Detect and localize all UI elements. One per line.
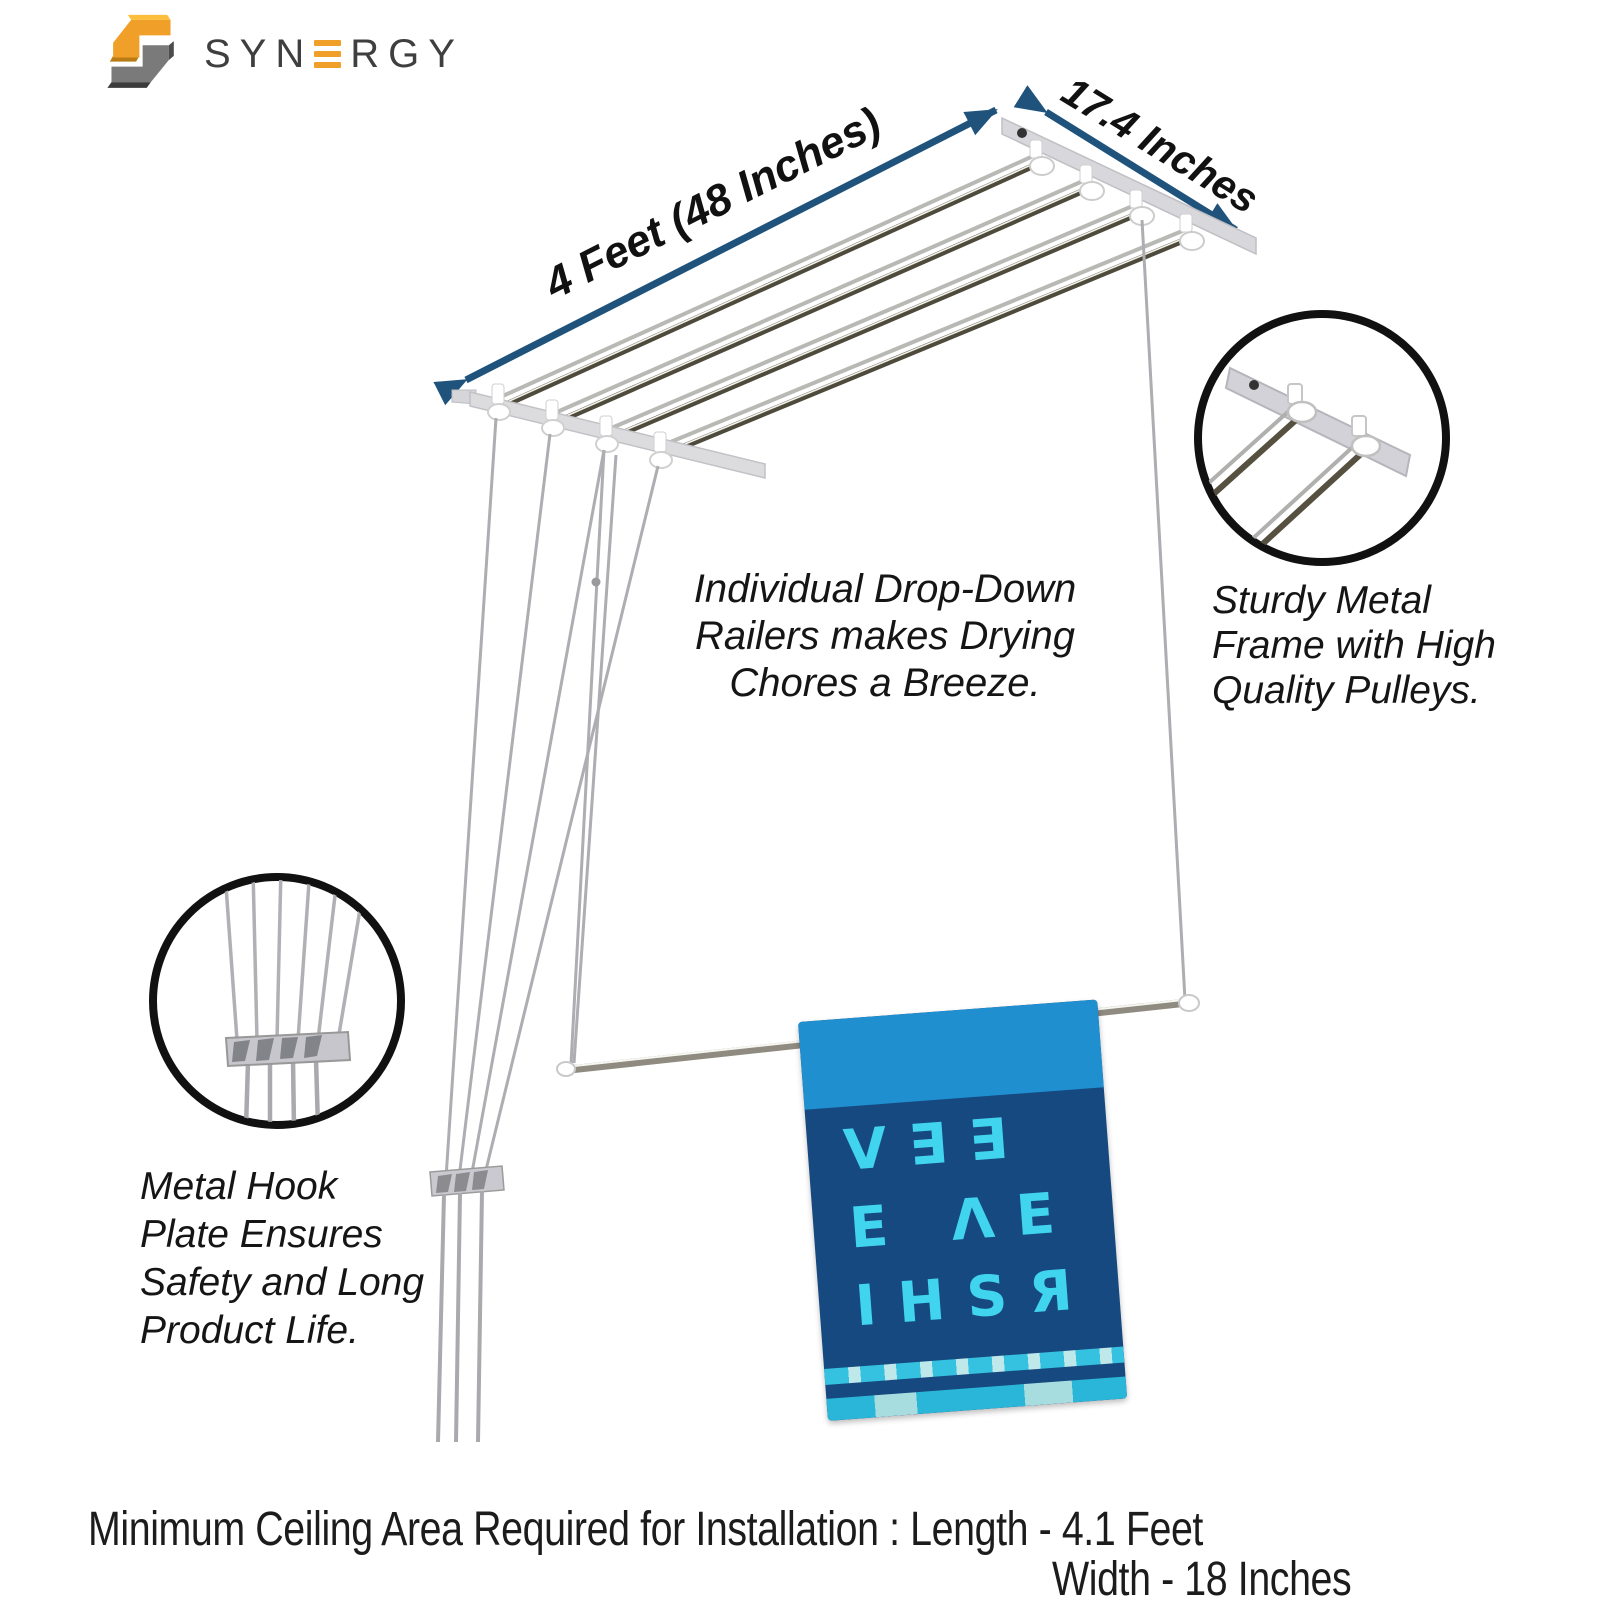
drying-rails	[492, 150, 1194, 461]
annotation-hook-plate: Metal Hook Plate Ensures Safety and Long…	[140, 1163, 470, 1355]
pulley	[487, 383, 511, 421]
footer-installation-note: Minimum Ceiling Area Required for Instal…	[88, 1503, 1203, 1556]
pulley	[1029, 139, 1055, 176]
annotation-metal-frame: Sturdy Metal Frame with High Quality Pul…	[1212, 578, 1512, 713]
rope-tails	[436, 1190, 484, 1443]
towel-letters-row: E ΛE	[847, 1179, 1079, 1262]
brand-name-prefix: SYN	[204, 32, 314, 76]
rope-stopper-bead	[591, 577, 601, 587]
annotation-line: Railers makes Drying	[694, 614, 1076, 658]
rail	[546, 175, 1094, 429]
brand-name: SYN RGY	[204, 32, 464, 77]
logo-s-icon	[107, 14, 174, 88]
towel-letters-row: IHSЯ	[853, 1256, 1097, 1340]
ropes	[444, 219, 1187, 1179]
ceiling-bracket-left	[451, 383, 766, 479]
callout-circle-frame	[1194, 310, 1450, 566]
annotation-line: Chores a Breeze.	[729, 661, 1041, 705]
annotation-line: Metal Hook	[140, 1165, 338, 1208]
annotation-line: Product Life.	[140, 1309, 359, 1352]
towel: V∃∃ E ΛE IHSЯ	[798, 999, 1128, 1421]
annotation-line: Plate Ensures	[140, 1213, 383, 1256]
annotation-line: Safety and Long	[140, 1261, 425, 1304]
brand-logo: SYN RGY	[100, 6, 464, 96]
annotation-drop-down-railers: Individual Drop-Down Railers makes Dryin…	[650, 566, 1120, 707]
pulley	[1079, 164, 1105, 201]
pulley	[1350, 415, 1382, 458]
brand-name-suffix: RGY	[350, 32, 464, 76]
hook-plate	[429, 1165, 505, 1197]
dimension-arrow-length	[433, 106, 998, 406]
dimension-arrow-width	[1013, 85, 1238, 233]
hook-plate-zoomed	[224, 1030, 352, 1068]
callout-circle-hooks	[149, 873, 405, 1129]
rail	[600, 200, 1144, 445]
annotation-line: Sturdy Metal	[1212, 579, 1431, 622]
pulley	[595, 415, 619, 453]
towel-letters-row: V∃∃	[841, 1105, 1032, 1184]
pulley	[1179, 213, 1205, 251]
logo-e-bars-icon	[314, 39, 342, 68]
annotation-line: Individual Drop-Down	[693, 567, 1077, 611]
mounting-hole	[1017, 128, 1027, 138]
annotation-line: Quality Pulleys.	[1212, 669, 1481, 712]
footer-installation-width: Width - 18 Inches	[1052, 1553, 1352, 1600]
rail	[492, 150, 1044, 413]
annotation-line: Frame with High	[1212, 624, 1496, 667]
pulley	[1286, 383, 1318, 424]
pulley	[541, 399, 565, 437]
rail	[654, 225, 1194, 461]
ceiling-bracket-right	[1001, 116, 1257, 256]
pulley	[649, 431, 673, 469]
